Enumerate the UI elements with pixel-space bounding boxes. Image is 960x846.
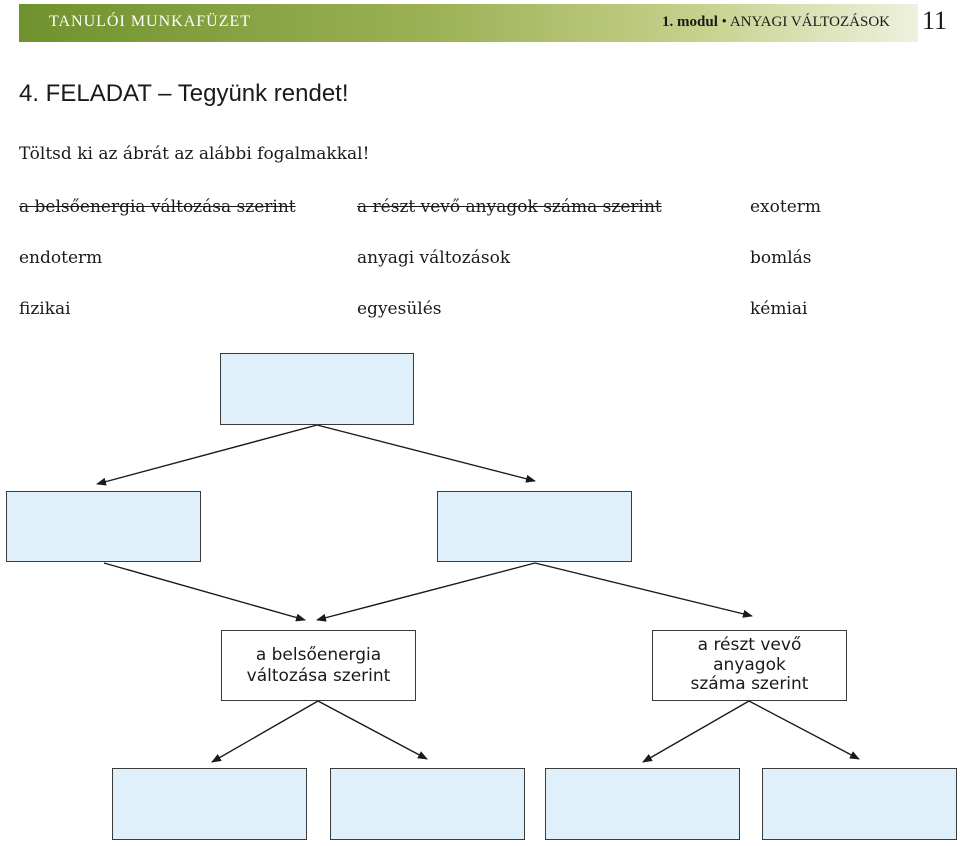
box-participants-criterion: a részt vevő anyagok száma szerint	[652, 630, 847, 701]
arrow-energy-right	[317, 700, 428, 760]
arrow-root-left	[96, 424, 318, 486]
participants-label-line2: anyagok	[713, 654, 786, 675]
participants-label-line3: száma szerint	[690, 674, 809, 695]
arrow-energy-left	[211, 700, 319, 763]
energy-criterion-label: a belsőenergia változása szerint	[246, 645, 391, 686]
answer-box-energy-right[interactable]	[330, 768, 525, 840]
answer-box-participants-right[interactable]	[762, 768, 957, 840]
term-chemical: kémiai	[750, 299, 808, 319]
module-topic: ANYAGI VÁLTOZÁSOK	[729, 14, 890, 30]
page-number: 11	[922, 6, 948, 35]
arrow-right-energy	[316, 562, 536, 622]
answer-box-root[interactable]	[220, 353, 414, 425]
arrow-root-right	[316, 424, 536, 483]
term-participants-count: a részt vevő anyagok száma szerint	[357, 197, 662, 217]
term-combination: egyesülés	[357, 299, 442, 319]
module-number: 1. modul	[662, 14, 718, 30]
task-instruction: Töltsd ki az ábrát az alábbi fogalmakkal…	[19, 144, 370, 164]
header-band: TANULÓI MUNKAFÜZET 1. modul • ANYAGI VÁL…	[19, 4, 918, 42]
arrow-left-energy	[103, 562, 306, 622]
term-energy-change: a belsőenergia változása szerint	[19, 197, 296, 217]
term-material-changes: anyagi változások	[357, 248, 511, 268]
box-energy-criterion: a belsőenergia változása szerint	[221, 630, 416, 701]
answer-box-level1-left[interactable]	[6, 491, 201, 562]
bullet-separator: •	[721, 14, 727, 30]
arrow-participants-left	[642, 700, 750, 763]
term-physical: fizikai	[19, 299, 71, 319]
answer-box-energy-left[interactable]	[112, 768, 307, 840]
arrow-right-participants	[534, 562, 753, 618]
arrow-participants-right	[748, 700, 860, 760]
participants-criterion-label: a részt vevő anyagok száma szerint	[690, 635, 809, 695]
task-title: 4. FELADAT – Tegyünk rendet!	[19, 80, 349, 107]
participants-label-line1: a részt vevő	[697, 635, 802, 656]
term-endoterm: endoterm	[19, 248, 103, 268]
module-title: 1. modul • ANYAGI VÁLTOZÁSOK	[662, 14, 890, 31]
term-decomposition: bomlás	[750, 248, 812, 268]
term-exoterm: exoterm	[750, 197, 822, 217]
workbook-title: TANULÓI MUNKAFÜZET	[49, 13, 252, 30]
answer-box-level1-right[interactable]	[437, 491, 632, 562]
answer-box-participants-left[interactable]	[545, 768, 740, 840]
